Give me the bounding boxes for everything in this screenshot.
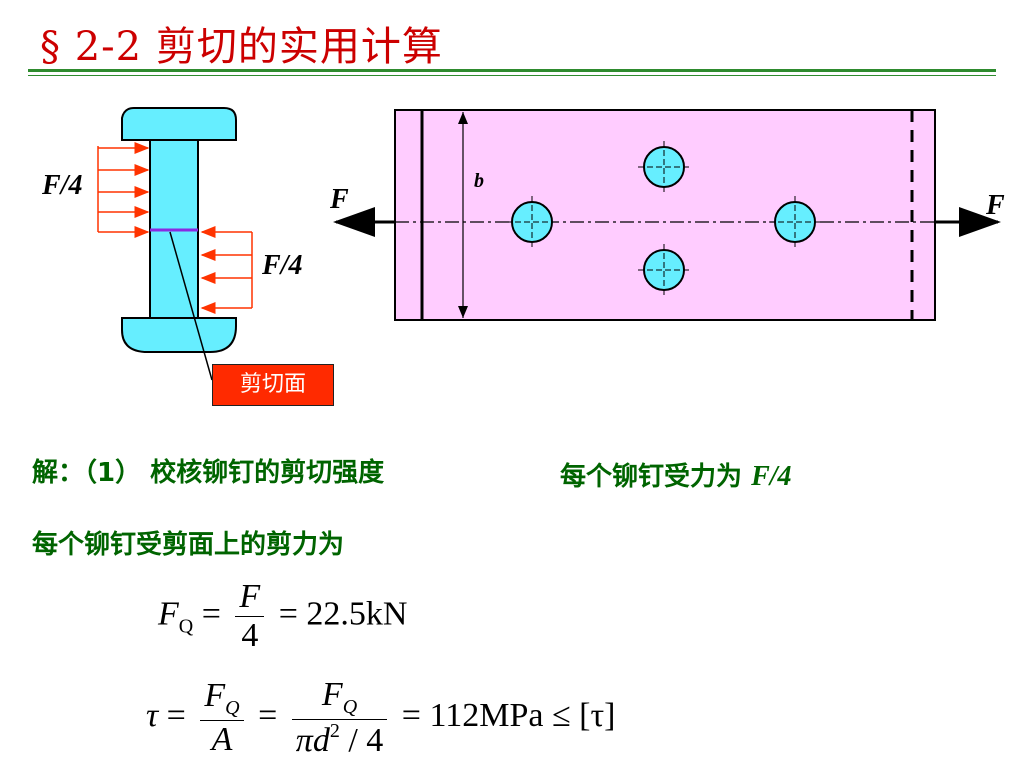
shear-force-statement: 每个铆钉受剪面上的剪力为: [32, 530, 345, 560]
force-label-right: F: [986, 190, 1005, 221]
eq2-f1-numerator: FQ: [200, 677, 244, 721]
eq2-f2-den-sup: 2: [329, 720, 340, 742]
shear-plane-leader: [169, 231, 213, 381]
eq2-relation: ≤: [551, 696, 571, 734]
eq2-f2-denominator: πd2 / 4: [292, 720, 388, 760]
force-label-left: F: [330, 184, 349, 215]
rivet-load-statement: 每个铆钉受力为 F/4: [560, 456, 792, 493]
eq2-f1-denominator: A: [211, 721, 233, 758]
lower-force-arrows: [200, 226, 253, 314]
rivet-load-text: 每个铆钉受力为: [560, 462, 743, 492]
eq2-f2-den-b: / 4: [339, 722, 384, 759]
rivet-figure: [97, 107, 1001, 381]
eq2-f1-num-sub: Q: [225, 697, 240, 719]
eq2-f2-num-text: F: [321, 676, 343, 713]
eq1-fraction: F 4: [235, 578, 265, 655]
equation-shear-force: FQ = F 4 = 22.5kN: [158, 578, 408, 655]
rivet-load-value: F/4: [751, 461, 792, 492]
eq2-lhs: τ: [146, 696, 159, 734]
plate-width-label: b: [474, 170, 484, 192]
shear-plane-label: 剪切面: [212, 364, 334, 406]
eq1-lhs: F: [158, 595, 179, 633]
eq2-fraction-1: FQ A: [200, 677, 244, 759]
left-force-label-top: F/4: [42, 170, 83, 201]
eq2-result: 112MPa: [429, 696, 544, 734]
solution-step-1: 解：（1） 校核铆钉的剪切强度: [32, 458, 385, 488]
title-rule-thin: [28, 75, 996, 76]
eq1-lhs-sub: Q: [178, 615, 194, 638]
eq1-numerator: F: [235, 578, 265, 617]
title-rule-thick: [28, 69, 996, 72]
upper-force-arrows: [97, 142, 150, 238]
eq2-f2-den-a: πd: [295, 722, 330, 759]
eq2-f2-num-sub: Q: [342, 696, 358, 718]
page-title: § 2-2 剪切的实用计算: [40, 24, 443, 70]
eq2-fraction-2: FQ πd2 / 4: [291, 676, 388, 760]
equation-shear-stress: τ = FQ A = FQ πd2 / 4 = 112MPa ≤ [τ]: [146, 676, 616, 760]
left-force-label-bottom: F/4: [262, 250, 303, 281]
eq1-result: 22.5kN: [306, 595, 408, 633]
eq1-denominator: 4: [241, 617, 259, 654]
eq2-f2-numerator: FQ: [291, 676, 388, 720]
eq2-allowable: [τ]: [579, 696, 616, 734]
eq2-f1-num-text: F: [204, 677, 226, 714]
